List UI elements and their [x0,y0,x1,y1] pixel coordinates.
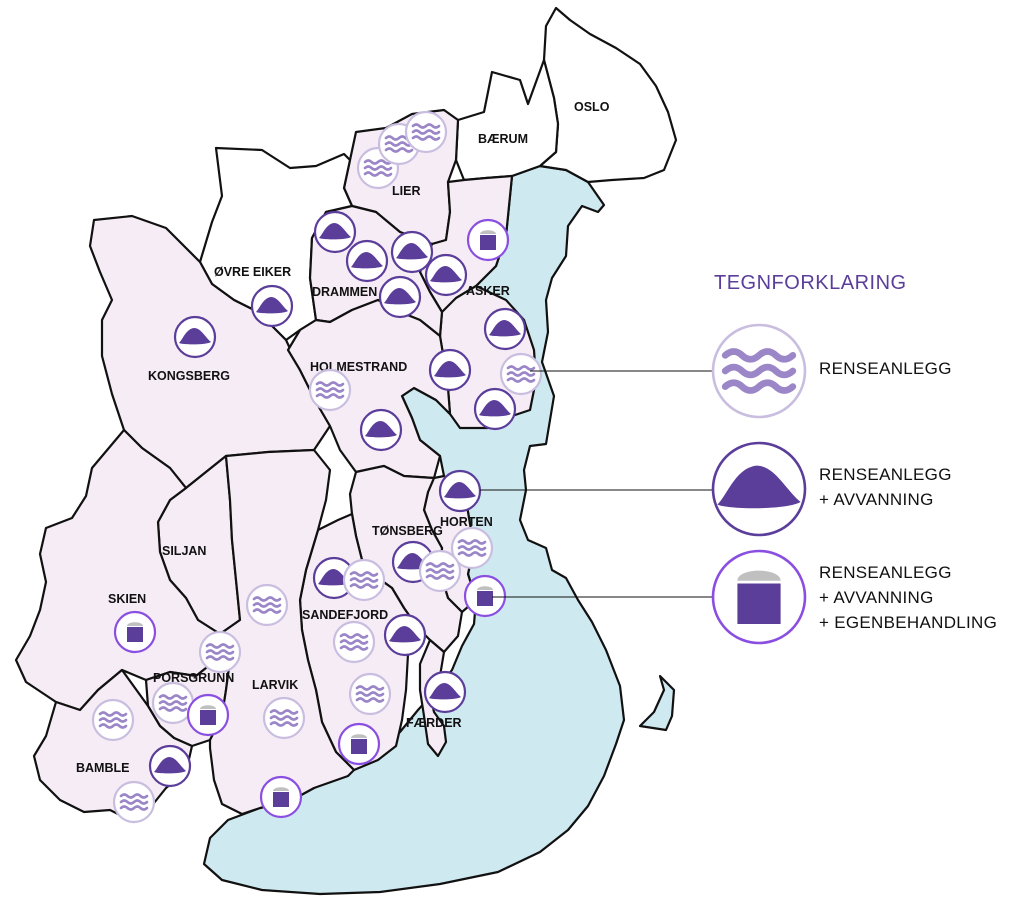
municipality-label: PORSGRUNN [153,671,234,685]
municipality-label: ASKER [466,284,510,298]
facility-sludge-pile-icon[interactable] [359,408,403,452]
container-icon [477,586,493,606]
facility-waves-icon[interactable] [450,526,494,570]
municipality-label: LIER [392,184,420,198]
municipality-label: BÆRUM [478,132,528,146]
municipality-label: ØVRE EIKER [214,265,291,279]
facility-waves-icon[interactable] [308,368,352,412]
facility-sludge-pile-icon[interactable] [390,230,434,274]
municipality-baerum [454,58,560,182]
facility-waves-icon[interactable] [348,672,392,716]
container-icon [273,787,289,807]
container-icon [200,705,216,725]
legend-line: + AVVANNING [819,588,934,607]
facility-sludge-pile-icon[interactable] [250,284,294,328]
sea-inlet [638,674,676,732]
facility-sludge-pile-icon[interactable] [423,670,467,714]
legend-line: RENSEANLEGG [819,563,952,582]
container-icon [127,622,143,642]
facility-waves-icon[interactable] [418,549,462,593]
legend-item-pile: RENSEANLEGG + AVVANNING [819,462,952,512]
facility-waves-icon[interactable] [332,620,376,664]
facility-container-icon[interactable] [259,775,303,819]
municipality-label: SILJAN [162,544,206,558]
legend-line: + EGENBEHANDLING [819,613,998,632]
municipality-oslo [538,6,678,184]
facility-sludge-pile-icon[interactable] [148,744,192,788]
municipality-bamble [32,668,194,824]
facility-waves-icon[interactable] [245,583,289,627]
facility-sludge-pile-icon[interactable] [313,210,357,254]
legend-line: + AVVANNING [819,490,934,509]
facility-waves-icon[interactable] [198,630,242,674]
facility-sludge-pile-icon[interactable] [345,239,389,283]
facility-container-icon[interactable] [113,610,157,654]
legend-title: TEGNFORKLARING [714,272,907,294]
facility-container-icon[interactable] [186,693,230,737]
facility-sludge-pile-icon[interactable] [428,348,472,392]
legend-item-container: RENSEANLEGG + AVVANNING + EGENBEHANDLING [819,560,997,635]
municipality-label: TØNSBERG [372,524,443,538]
facility-sludge-pile-icon[interactable] [173,315,217,359]
municipality-label: SKIEN [108,592,146,606]
municipality-label: DRAMMEN [312,285,377,299]
facility-sludge-pile-icon[interactable] [383,613,427,657]
municipality-label: LARVIK [252,678,298,692]
facility-sludge-pile-icon[interactable] [483,307,527,351]
municipality-label: HORTEN [440,515,493,529]
municipality-label: FÆRDER [406,716,462,730]
legend-line: RENSEANLEGG [819,359,952,378]
facility-sludge-pile-icon[interactable] [473,387,517,431]
facility-waves-icon[interactable] [342,558,386,602]
municipality-label: OSLO [574,100,610,114]
facility-waves-icon[interactable] [262,696,306,740]
municipality-label: SANDEFJORD [302,608,388,622]
legend-container-icon [711,549,807,645]
facility-container-icon[interactable] [463,574,507,618]
facility-container-icon[interactable] [337,722,381,766]
legend-waves-icon [711,323,807,419]
legend-item-waves: RENSEANLEGG [819,356,952,381]
municipality-label: BAMBLE [76,761,129,775]
municipality-label: KONGSBERG [148,369,230,383]
facility-sludge-pile-icon[interactable] [424,253,468,297]
facility-waves-icon[interactable] [404,110,448,154]
facility-sludge-pile-icon[interactable] [438,469,482,513]
facility-waves-icon[interactable] [91,698,135,742]
container-icon [351,734,367,754]
facility-waves-icon[interactable] [499,352,543,396]
legend-line: RENSEANLEGG [819,465,952,484]
container-icon [480,230,496,250]
facility-sludge-pile-icon[interactable] [378,275,422,319]
facility-waves-icon[interactable] [112,780,156,824]
facility-container-icon[interactable] [466,218,510,262]
legend-sludge-pile-icon [711,441,807,537]
